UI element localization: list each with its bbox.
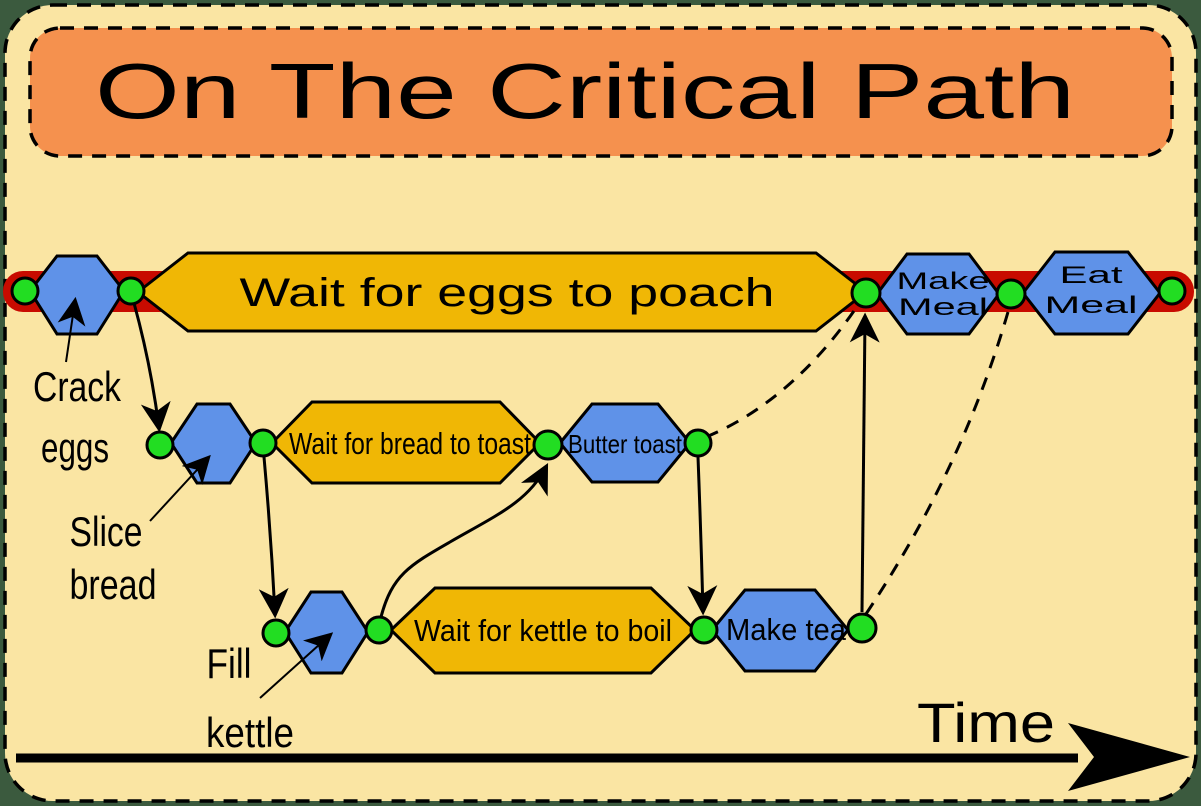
node-tea-made xyxy=(846,612,878,644)
node-bread-start xyxy=(145,430,175,460)
time-axis-label: Time xyxy=(917,691,1055,754)
task-make-meal-label-2: Meal xyxy=(898,294,988,321)
node-kettle-filled xyxy=(364,615,394,645)
label-crack-eggs-2: eggs xyxy=(41,424,109,471)
node-toast-buttered xyxy=(683,428,713,458)
label-slice-bread-1: Slice xyxy=(70,508,143,555)
dashed-tea-to-eatmeal xyxy=(864,311,1010,615)
node-meal-made xyxy=(995,278,1027,310)
title-banner xyxy=(28,26,1174,158)
task-wait-eggs-label: Wait for eggs to poach xyxy=(240,271,775,315)
node-eggs-cracked xyxy=(116,276,146,306)
node-start xyxy=(10,276,40,306)
edge-slice-to-fill xyxy=(258,456,289,619)
task-eat-meal-label-2: Meal xyxy=(1045,292,1138,319)
label-fill-kettle-2: kettle xyxy=(206,709,294,756)
dashed-butter-to-makemeal xyxy=(705,301,862,439)
note-arrow-fill-kettle xyxy=(259,632,334,699)
note-arrow-crack-eggs xyxy=(57,296,86,363)
label-crack-eggs-1: Crack xyxy=(33,363,122,410)
node-eggs-poached xyxy=(850,277,882,309)
label-fill-kettle-1: Fill xyxy=(207,640,252,687)
note-arrow-slice-bread xyxy=(149,454,211,522)
task-make-tea-label: Make tea xyxy=(726,612,847,647)
label-slice-bread-2: bread xyxy=(70,561,157,608)
task-eat-meal-label-1: Eat xyxy=(1060,262,1124,289)
node-bread-sliced xyxy=(248,428,278,458)
edge-butter-to-tea xyxy=(687,456,718,616)
task-wait-kettle-label: Wait for kettle to boil xyxy=(414,613,672,648)
page-title: On The Critical Path xyxy=(95,47,1075,135)
node-end xyxy=(1157,276,1187,306)
task-butter-toast-label: Butter toast xyxy=(568,429,683,459)
edge-tea-to-makemeal xyxy=(849,312,880,613)
time-axis-arrowhead-icon xyxy=(1068,723,1190,791)
node-kettle-boiled xyxy=(689,615,719,645)
edge-fill-to-butter xyxy=(379,462,549,618)
edge-crack-to-slice xyxy=(132,302,171,433)
node-kettle-start xyxy=(261,618,291,648)
task-wait-bread-label: Wait for bread to toast xyxy=(289,426,531,461)
task-make-meal-label-1: Make xyxy=(897,268,990,295)
node-bread-toasted xyxy=(532,429,564,461)
